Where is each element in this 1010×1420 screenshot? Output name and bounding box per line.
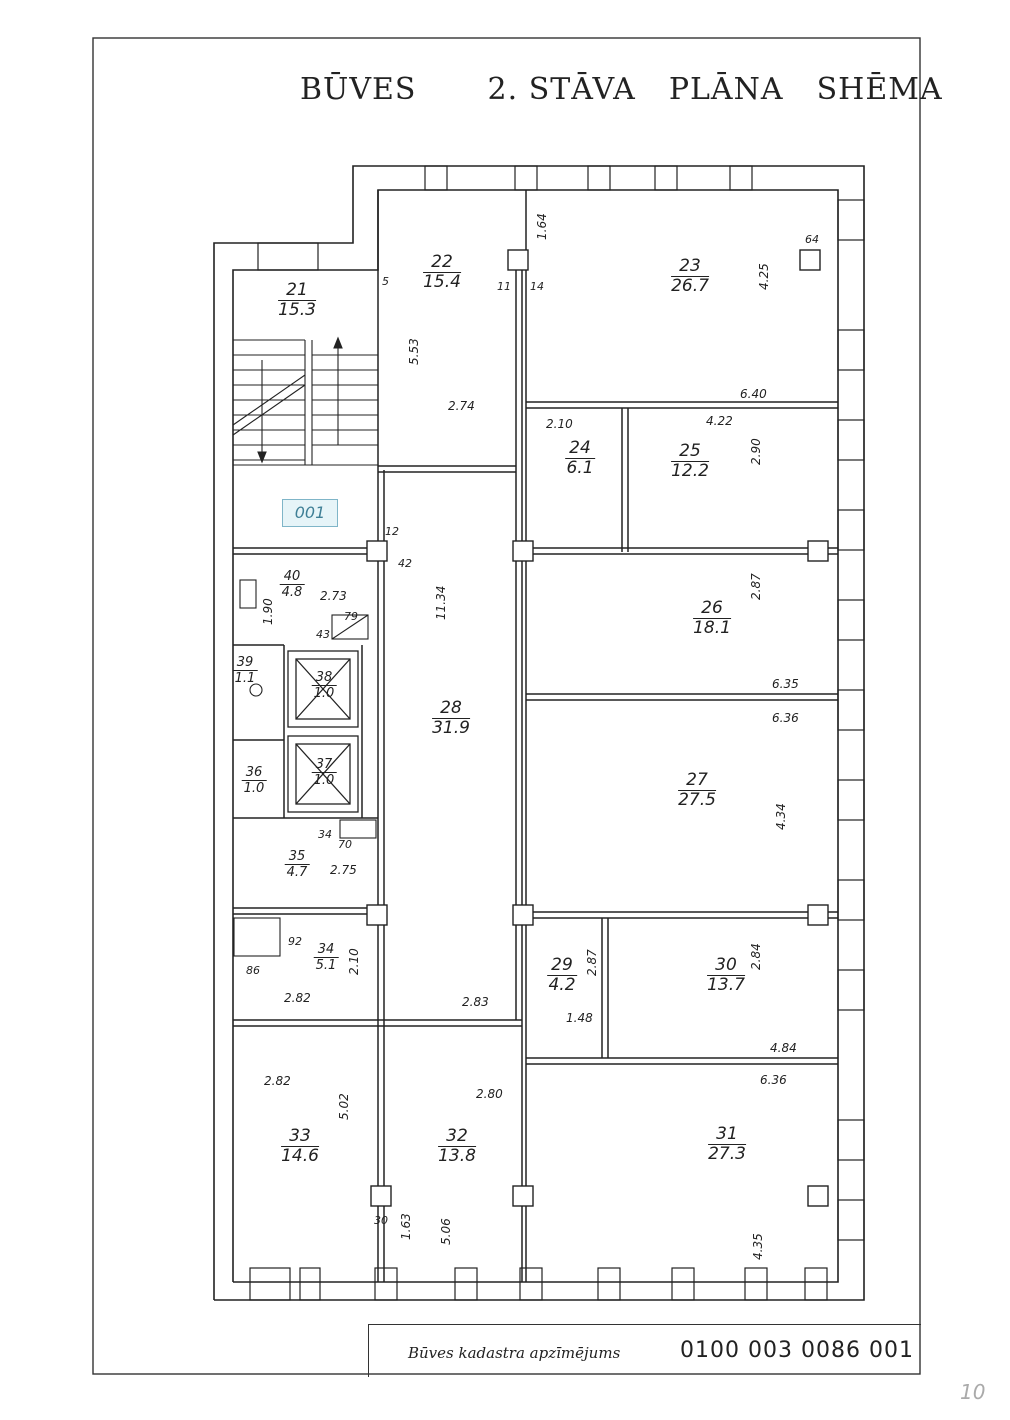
mark-64: 64 <box>805 233 819 246</box>
dim-6-40: 6.40 <box>740 387 767 401</box>
dim-6-36b: 6.36 <box>760 1073 787 1087</box>
dim-2-82a: 2.82 <box>264 1074 291 1088</box>
dim-2-73: 2.73 <box>320 589 347 603</box>
dim-2-75: 2.75 <box>330 863 357 877</box>
interior-walls <box>233 190 838 1282</box>
small-marks: 12 42 64 14 11 5 30 86 92 34 70 79 43 <box>246 233 819 1227</box>
dim-5-53: 5.53 <box>407 338 421 365</box>
dim-2-90: 2.90 <box>749 438 763 465</box>
stamp-label: 001 <box>282 499 338 527</box>
footer-box <box>368 1324 921 1377</box>
mark-12: 12 <box>385 525 399 538</box>
dim-2-80: 2.80 <box>476 1087 503 1101</box>
dim-6-36a: 6.36 <box>772 711 799 725</box>
shafts <box>287 650 359 813</box>
mark-42: 42 <box>398 557 412 570</box>
mark-11: 11 <box>497 280 511 293</box>
dim-4-22: 4.22 <box>706 414 733 428</box>
dim-1-90: 1.90 <box>261 598 275 625</box>
cadastre-code: 0100 003 0086 001 <box>680 1338 914 1363</box>
mark-5: 5 <box>382 275 389 288</box>
staircase <box>232 336 378 466</box>
dim-2-83: 2.83 <box>462 995 489 1009</box>
mark-34: 34 <box>318 828 332 841</box>
mark-30: 30 <box>374 1214 388 1227</box>
title-part-2: 2. STĀVA <box>487 72 636 107</box>
dim-2-82b: 2.82 <box>284 991 311 1005</box>
cadastre-label: Būves kadastra apzīmējums <box>408 1344 621 1362</box>
title-part-4: SHĒMA <box>816 72 943 107</box>
mark-92: 92 <box>288 935 302 948</box>
columns <box>366 249 829 1207</box>
dim-2-10b: 2.10 <box>546 417 573 431</box>
windows-top <box>257 165 753 271</box>
dimension-labels: 6.40 4.22 2.90 6.35 6.36 4.34 2.87 2.84 … <box>261 213 799 1260</box>
mark-43: 43 <box>316 628 330 641</box>
dim-4-35: 4.35 <box>751 1233 765 1260</box>
page-number: 10 <box>960 1380 986 1404</box>
title-part-3: PLĀNA <box>668 72 784 107</box>
page-title: BŪVES 2. STĀVA PLĀNA SHĒMA <box>300 72 943 107</box>
dim-2-74: 2.74 <box>448 399 475 413</box>
dim-1-63: 1.63 <box>399 1213 413 1240</box>
fixtures <box>233 579 377 957</box>
dim-6-35: 6.35 <box>772 677 799 691</box>
page-frame <box>92 37 921 1375</box>
dim-1-64: 1.64 <box>535 213 549 240</box>
dim-2-84: 2.84 <box>749 943 763 970</box>
dim-1-48: 1.48 <box>566 1011 593 1025</box>
dim-5-06: 5.06 <box>439 1218 453 1245</box>
title-part-1: BŪVES <box>300 72 417 107</box>
dim-2-87a: 2.87 <box>749 573 763 600</box>
dim-5-02: 5.02 <box>337 1093 351 1120</box>
windows-right <box>837 199 865 1241</box>
mark-14: 14 <box>530 280 544 293</box>
dim-11-34: 11.34 <box>434 586 448 620</box>
dim-4-84: 4.84 <box>770 1041 797 1055</box>
dim-4-25: 4.25 <box>757 263 771 290</box>
windows-bottom <box>249 1267 828 1301</box>
mark-79: 79 <box>344 610 358 623</box>
mark-70: 70 <box>338 838 352 851</box>
dim-4-34: 4.34 <box>774 803 788 830</box>
dim-2-10a: 2.10 <box>347 948 361 975</box>
mark-86: 86 <box>246 964 260 977</box>
dim-2-87b: 2.87 <box>585 949 599 976</box>
